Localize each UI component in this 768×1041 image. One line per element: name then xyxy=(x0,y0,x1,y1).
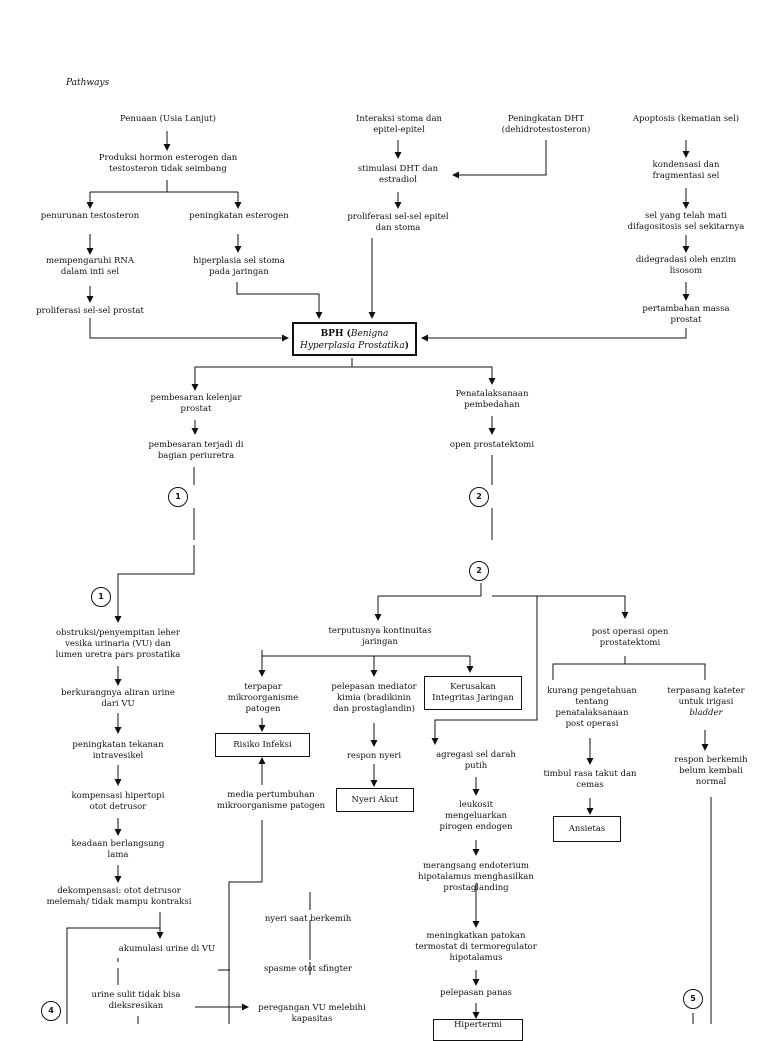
node-kateter-text: terpasang kateter untuk irigasi xyxy=(667,686,745,707)
node-pelepasan-panas: pelepasan panas xyxy=(440,988,512,998)
node-nyeri-berkemih: nyeri saat berkemih xyxy=(264,914,352,924)
connector-1-top: 1 xyxy=(168,487,188,507)
node-enzim-lisosom: didegradasi oleh enzim lisosom xyxy=(635,255,737,276)
node-urine-sulit: urine sulit tidak bisa dieksresikan xyxy=(91,990,181,1011)
node-kurang-pengetahuan: kurang pengetahuan tentang penatalaksana… xyxy=(547,686,637,729)
diagnosis-risiko-infeksi: Risiko Infeksi xyxy=(215,733,310,757)
node-kateter-bladder: bladder xyxy=(689,708,723,718)
node-respon-nyeri: respon nyeri xyxy=(346,751,402,761)
diagnosis-kerusakan-integritas: Kerusakan Integritas Jaringan xyxy=(424,676,522,710)
node-dekompensasi: dekompensasi: otot detrusor melemah/ tid… xyxy=(46,886,192,907)
node-interaksi-stoma: Interaksi stoma dan epitel-epitel xyxy=(355,114,443,135)
diagnosis-nyeri-akut: Nyeri Akut xyxy=(336,788,414,812)
node-kompensasi-detrusor: kompensasi hipertopi otot detrusor xyxy=(71,791,165,812)
node-open-prostatektomi: open prostatektomi xyxy=(449,440,535,450)
bph-italic: Benigna Hyperplasia Prostatika xyxy=(299,329,405,351)
node-peningkatan-esterogen: peningkatan esterogen xyxy=(189,211,289,221)
node-berkurangnya-aliran: berkurangnya aliran urine dari VU xyxy=(61,688,175,709)
node-spasme-sfingter: spasme otot sfingter xyxy=(263,964,353,974)
node-fagositosis: sel yang telah mati difagositosis sel se… xyxy=(627,211,745,232)
node-mempengaruhi-rna: mempengaruhi RNA dalam inti sel xyxy=(45,256,134,277)
node-obstruksi: obstruksi/penyempitan leher vesika urina… xyxy=(55,628,181,660)
node-kateter-irigasi: terpasang kateter untuk irigasi bladder xyxy=(650,686,762,719)
node-pelepasan-mediator: pelepasan mediator kimia (bradikinin dan… xyxy=(331,682,417,714)
diagnosis-ansietas: Ansietas xyxy=(553,816,621,842)
bph-suffix: ) xyxy=(404,341,409,351)
node-rasa-takut: timbul rasa takut dan cemas xyxy=(543,769,637,790)
node-endoterium: merangsang endoterium hipotalamus mengha… xyxy=(418,861,534,893)
node-proliferasi-prostat: proliferasi sel-sel prostat xyxy=(36,306,144,316)
node-peningkatan-dht: Peningkatan DHT (dehidrotestosteron) xyxy=(501,114,591,135)
node-kondensasi: kondensasi dan fragmentasi sel xyxy=(652,160,720,181)
node-pembesaran-kelenjar: pembesaran kelenjar prostat xyxy=(150,393,242,414)
connector-2-top: 2 xyxy=(469,487,489,507)
diagnosis-hipertermi: Hipertermi xyxy=(433,1019,523,1041)
node-terputusnya-kontinuitas: terputusnya kontinuitas jaringan xyxy=(328,626,432,647)
node-post-operasi: post operasi open prostatektomi xyxy=(591,627,669,648)
node-hiperplasia-stoma: hiperplasia sel stoma pada jaringan xyxy=(193,256,285,277)
node-akumulasi-urine: akumulasi urine di VU xyxy=(118,944,216,954)
node-tekanan-intravesikel: peningkatan tekanan intravesikel xyxy=(72,740,164,761)
bph-box: BPH (Benigna Hyperplasia Prostatika) xyxy=(292,322,417,356)
node-penatalaksanaan: Penatalaksanaan pembedahan xyxy=(455,389,529,410)
connector-2-bottom: 2 xyxy=(469,561,489,581)
node-produksi-hormon: Produksi hormon esterogen dan testostero… xyxy=(98,153,238,174)
node-peregangan-vu: peregangan VU melebihi kapasitas xyxy=(258,1003,366,1024)
node-agregasi-sel: agregasi sel darah putih xyxy=(436,750,516,771)
node-patokan-termostat: meningkatkan patokan termostat di termor… xyxy=(415,931,537,963)
node-pertambahan-massa: pertambahan massa prostat xyxy=(642,304,730,325)
node-terpapar-mikroorganisme: terpapar mikroorganisme patogen xyxy=(227,682,299,714)
connector-1-bottom: 1 xyxy=(91,587,111,607)
connector-5: 5 xyxy=(683,989,703,1009)
node-berlangsung-lama: keadaan berlangsung lama xyxy=(71,839,165,860)
node-respon-berkemih: respon berkemih belum kembali normal xyxy=(674,755,748,787)
node-media-pertumbuhan: media pertumbuhan mikroorganisme patogen xyxy=(216,790,326,811)
bph-prefix: BPH ( xyxy=(320,329,351,339)
node-penurunan-testosteron: penurunan testosteron xyxy=(40,211,140,221)
connector-4: 4 xyxy=(41,1001,61,1021)
node-apoptosis: Apoptosis (kematian sel) xyxy=(632,114,740,124)
node-pembesaran-periuretra: pembesaran terjadi di bagian periuretra xyxy=(148,440,244,461)
node-stimulasi-dht: stimulasi DHT dan estradiol xyxy=(357,164,439,185)
page-title: Pathways xyxy=(66,78,110,88)
node-proliferasi-epitel: proliferasi sel-sel epitel dan stoma xyxy=(347,212,449,233)
node-leukosit: leukosit mengeluarkan pirogen endogen xyxy=(439,800,513,832)
node-penuaan: Penuaan (Usia Lanjut) xyxy=(120,114,216,124)
